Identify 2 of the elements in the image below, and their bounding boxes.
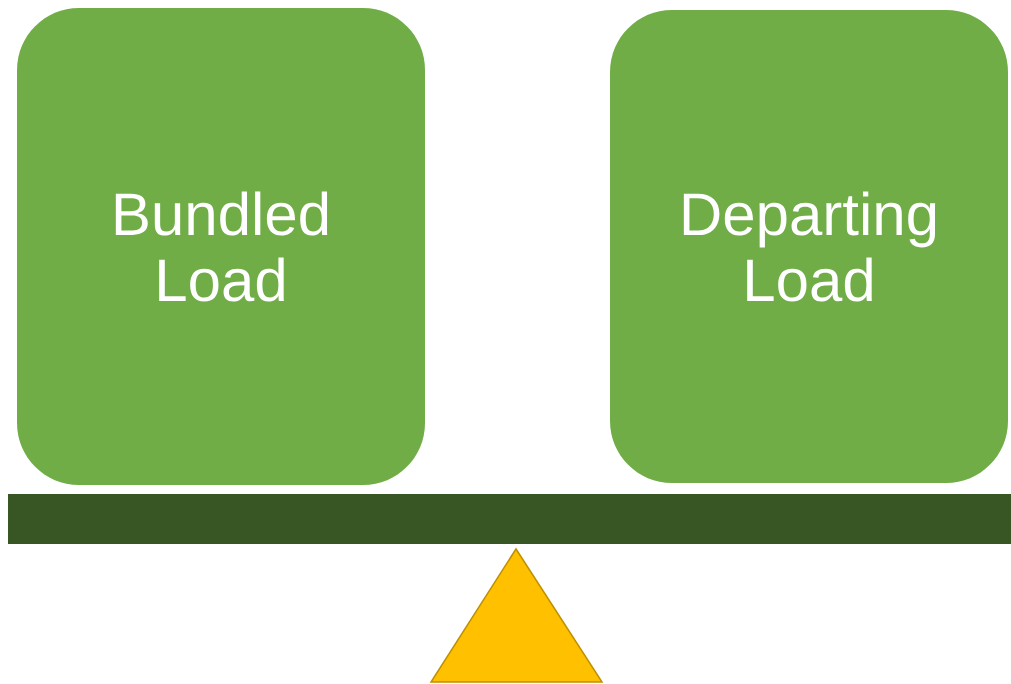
load-box: Departing Load: [610, 10, 1008, 483]
load-box: Bundled Load: [17, 8, 425, 485]
